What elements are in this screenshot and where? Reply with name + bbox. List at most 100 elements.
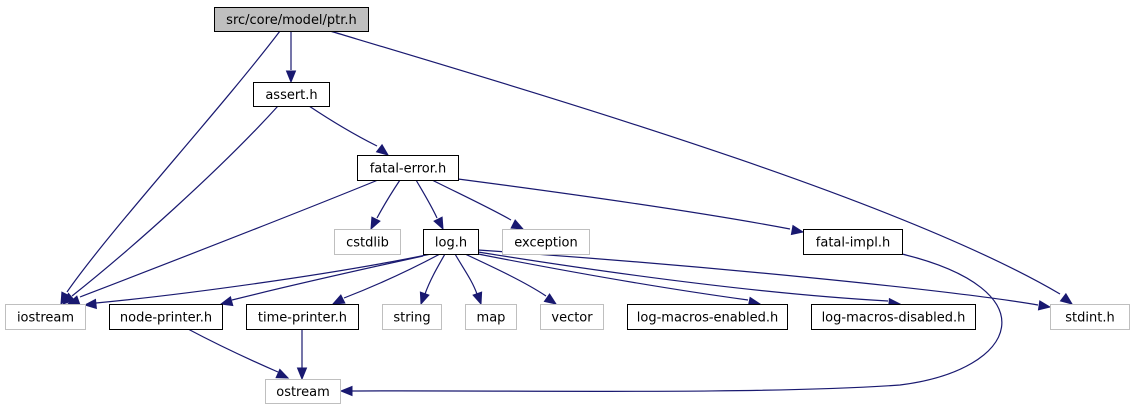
node-cstdlib: cstdlib [334,229,401,255]
node-box [540,304,604,330]
edge-log-to-map [454,253,483,306]
edge-line [343,253,441,299]
edge-time-printer-to-ostream [296,329,308,381]
node-fatal-impl[interactable]: fatal-impl.h [803,229,903,255]
edge-log-to-vector [464,253,558,305]
node-box [502,229,590,255]
edge-line [66,30,281,293]
edge-line [187,328,279,373]
arrowhead-icon [61,292,76,305]
edge-fatal-error-to-iostream [66,179,379,306]
arrowhead-icon [275,368,290,379]
edge-log-to-iostream [83,253,432,310]
edge-line [231,255,424,301]
edge-line [454,253,478,295]
arrowhead-icon [285,70,297,84]
edge-ptr-to-stdint [329,30,1074,305]
node-label: log-macros-disabled.h [822,311,966,326]
node-box [265,379,341,404]
node-box [803,229,903,255]
edge-node-printer-to-ostream [187,328,290,379]
node-label: string [393,311,430,326]
edge-assert-to-iostream [61,105,279,305]
node-box [382,304,442,330]
arrowhead-icon [370,216,381,231]
node-box [214,7,369,32]
node-label: log.h [435,236,467,251]
node-ostream: ostream [265,379,341,404]
edge-line [308,105,378,147]
node-log-macros-enabled[interactable]: log-macros-enabled.h [627,304,788,330]
edge-line [424,253,446,295]
arrowhead-icon [339,385,353,397]
edges-layer [60,30,1074,397]
node-box [423,229,479,255]
edge-fatal-error-to-fatal-impl [457,178,805,236]
node-box [1050,304,1130,330]
node-stdint: stdint.h [1050,304,1130,330]
arrowhead-icon [375,143,390,156]
node-label: iostream [17,311,74,326]
edge-fatal-error-to-log [415,179,444,231]
arrowhead-icon [1059,292,1074,305]
edge-line [415,179,438,219]
node-map: map [465,304,517,330]
edge-ptr-to-iostream [60,30,281,306]
arrowhead-icon [1037,300,1052,311]
node-log-macros-disabled[interactable]: log-macros-disabled.h [811,304,976,330]
node-ptr[interactable]: src/core/model/ptr.h [214,7,369,32]
arrowhead-icon [331,294,346,305]
edge-line [477,251,889,302]
node-label: src/core/model/ptr.h [226,13,357,28]
edge-assert-to-fatal-error [308,105,390,156]
node-box [811,304,976,330]
node-label: fatal-error.h [370,162,447,177]
node-log[interactable]: log.h [423,229,479,255]
node-label: exception [514,236,578,251]
node-label: map [477,311,506,326]
edge-line [376,179,401,219]
edge-fatal-error-to-exception [431,179,525,230]
arrowhead-icon [296,367,308,381]
node-label: ostream [276,385,330,400]
arrowhead-icon [790,224,805,236]
node-box [334,229,401,255]
node-assert[interactable]: assert.h [253,82,330,107]
node-string: string [382,304,442,330]
edge-line [431,179,512,221]
arrowhead-icon [219,295,234,307]
node-iostream: iostream [5,304,86,330]
edge-line [79,179,379,298]
arrowhead-icon [433,216,444,231]
nodes-layer: src/core/model/ptr.h assert.h fatal-error.… [5,7,1130,404]
edge-fatal-impl-to-ostream [339,253,1003,397]
node-exception: exception [502,229,590,255]
edge-ptr-to-assert [285,31,297,84]
node-box [253,82,330,107]
arrowhead-icon [83,298,97,310]
node-fatal-error[interactable]: fatal-error.h [357,155,459,181]
arrowhead-icon [543,293,558,305]
node-label: fatal-impl.h [816,236,890,251]
edge-line [464,253,547,297]
node-label: assert.h [265,88,317,103]
node-box [5,304,86,330]
node-label: node-printer.h [120,311,212,326]
edge-log-to-stdint [477,249,1052,311]
edge-line [477,253,749,301]
arrowhead-icon [510,219,525,230]
node-label: time-printer.h [258,311,347,326]
node-node-printer[interactable]: node-printer.h [109,304,223,330]
edge-line [95,253,432,304]
node-time-printer[interactable]: time-printer.h [246,304,359,330]
node-label: log-macros-enabled.h [637,311,778,326]
node-box [627,304,788,330]
edge-log-to-node-printer [219,255,424,307]
node-box [357,155,459,181]
arrowhead-icon [472,291,483,306]
edge-fatal-error-to-cstdlib [370,179,401,231]
node-box [109,304,223,330]
node-label: stdint.h [1065,311,1114,326]
edge-line [329,30,1061,295]
